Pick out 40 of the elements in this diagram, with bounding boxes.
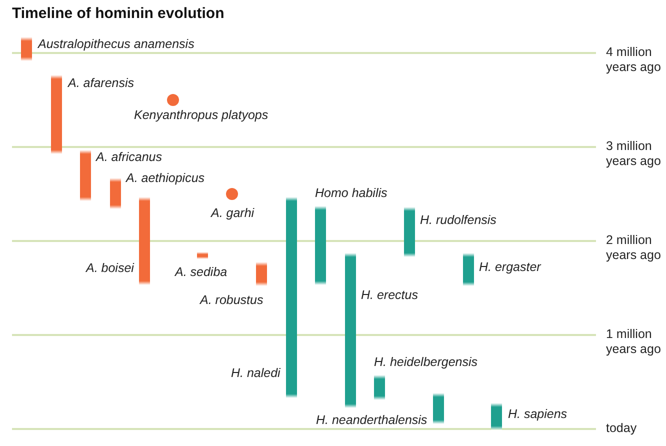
range-bar (315, 206, 326, 285)
chart-title: Timeline of hominin evolution (12, 5, 224, 22)
species-label: H. neanderthalensis (316, 413, 428, 428)
range-bar (404, 207, 415, 257)
axis-label: today (606, 421, 638, 436)
species-label: H. sapiens (508, 407, 568, 422)
range-bar (197, 252, 208, 259)
range-bar (463, 253, 474, 286)
species-label: A. sediba (175, 265, 228, 280)
species-label: H. heidelbergensis (374, 355, 478, 370)
range-bar (80, 150, 91, 201)
species-label: H. naledi (231, 366, 280, 381)
species-label: H. ergaster (479, 260, 541, 275)
range-bar (374, 375, 385, 400)
species-label: A. afarensis (68, 76, 134, 91)
range-bar (286, 197, 297, 398)
point-dot (167, 94, 179, 106)
species-label: Kenyanthropus platyops (134, 108, 268, 123)
range-bar (51, 75, 62, 154)
axis-label: 2 million years ago (606, 233, 662, 263)
range-bar (256, 262, 267, 286)
axis-label: 4 million years ago (606, 45, 662, 75)
species-label: H. rudolfensis (420, 213, 496, 228)
range-bar (110, 178, 121, 209)
species-label: Australopithecus anamensis (38, 37, 194, 52)
species-label: A. robustus (200, 293, 264, 308)
species-label: A. africanus (96, 150, 162, 165)
species-label: Homo habilis (315, 186, 388, 201)
axis-label: 1 million years ago (606, 327, 662, 357)
range-bar (433, 393, 444, 424)
species-label: H. erectus (361, 288, 418, 303)
species-label: A. garhi (211, 206, 254, 221)
range-bar (21, 37, 32, 61)
range-bar (345, 253, 356, 408)
axis-label: 3 million years ago (606, 139, 662, 169)
species-label: A. aethiopicus (126, 171, 205, 186)
range-bar (139, 197, 150, 285)
point-dot (226, 188, 238, 200)
species-label: A. boisei (86, 261, 134, 276)
range-bar (491, 403, 502, 430)
